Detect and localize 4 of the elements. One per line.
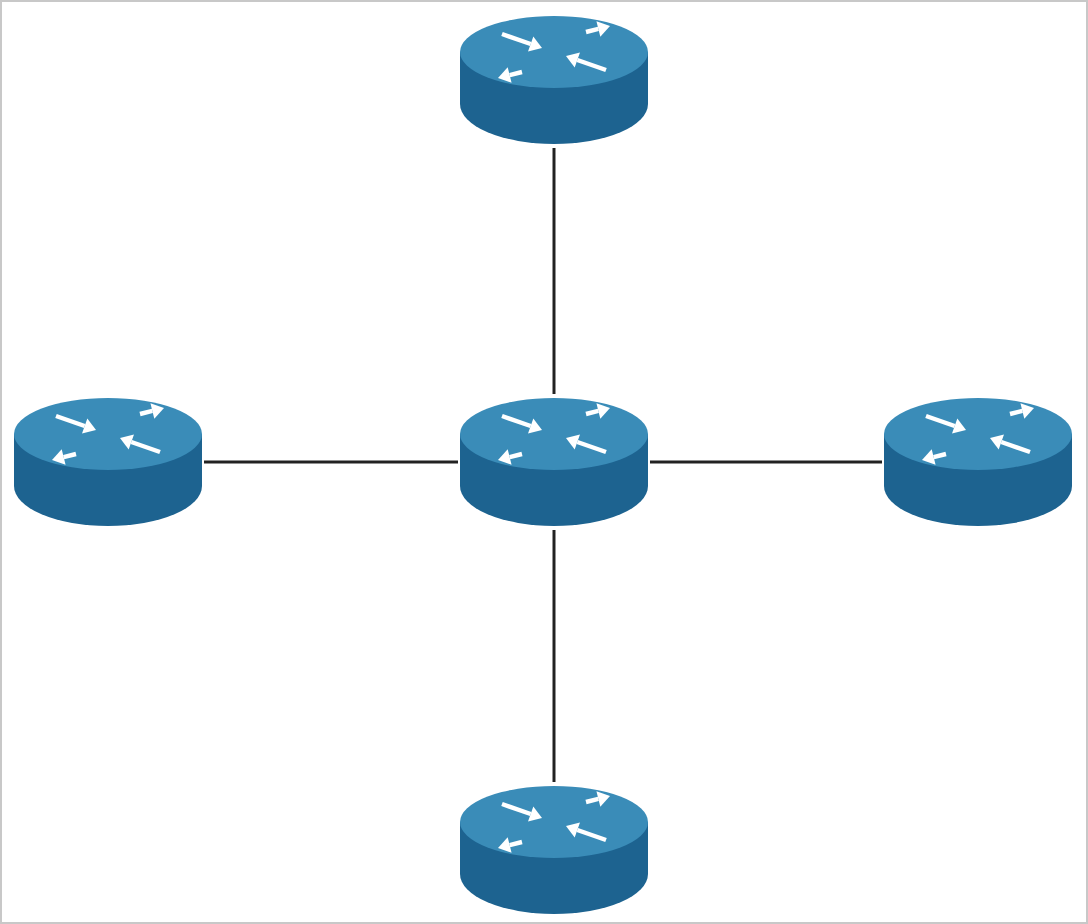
connector-line — [650, 460, 882, 464]
connector-line — [204, 460, 458, 464]
connector-line — [552, 530, 556, 782]
connector-line — [552, 148, 556, 394]
